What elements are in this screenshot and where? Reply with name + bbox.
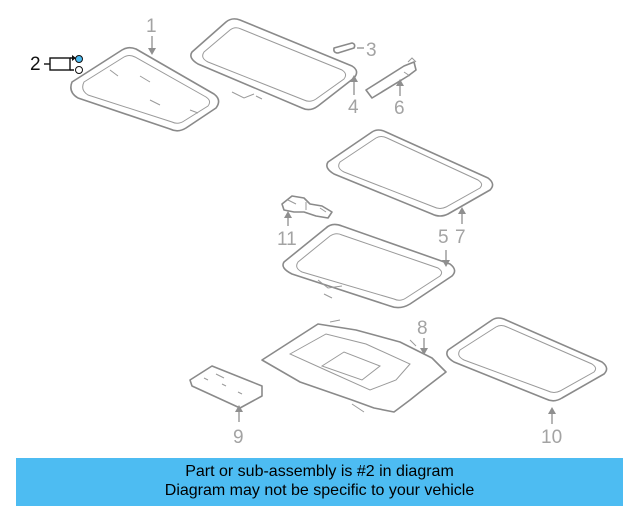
callout-label-3: 3 <box>366 40 377 61</box>
part-10-seal[interactable] <box>446 317 608 402</box>
callout-label-5: 5 <box>438 227 449 248</box>
callout-label-1: 1 <box>146 16 157 37</box>
callout-8: 8 <box>417 318 428 355</box>
part-9-plate[interactable] <box>189 365 263 409</box>
callout-label-2: 2 <box>30 54 41 75</box>
callout-9: 9 <box>233 405 244 448</box>
callout-6: 6 <box>394 79 405 119</box>
banner-line-2: Diagram may not be specific to your vehi… <box>164 482 475 499</box>
part-1-glass-panel[interactable] <box>70 46 220 132</box>
callout-11: 11 <box>277 211 297 250</box>
callout-3: 3 <box>357 40 377 61</box>
callout-label-8: 8 <box>417 318 428 339</box>
callout-label-10: 10 <box>541 427 562 448</box>
part-11-bracket[interactable] <box>281 195 333 219</box>
callout-label-6: 6 <box>394 98 405 119</box>
parts-diagram: 1 2 4 3 6 <box>30 16 608 448</box>
part-2-washer-icon[interactable] <box>75 66 83 74</box>
callout-5: 5 <box>438 227 450 267</box>
part-2-fastener-icon[interactable] <box>75 55 83 63</box>
callout-label-4: 4 <box>348 97 359 118</box>
part-5-frame[interactable] <box>282 223 456 309</box>
callout-4: 4 <box>348 75 359 118</box>
callout-label-7: 7 <box>455 227 466 248</box>
callout-label-9: 9 <box>233 427 244 448</box>
callout-label-11: 11 <box>277 229 297 250</box>
callout-1: 1 <box>146 16 157 55</box>
part-8-housing[interactable] <box>261 319 447 413</box>
callout-7: 7 <box>455 207 466 248</box>
part-6-bracket[interactable] <box>365 57 417 99</box>
part-7-seal[interactable] <box>326 129 494 217</box>
callout-10: 10 <box>541 407 562 448</box>
part-3-clip[interactable] <box>333 42 356 54</box>
banner-line-1: Part or sub-assembly is #2 in diagram <box>185 463 454 480</box>
info-banner: Part or sub-assembly is #2 in diagram Di… <box>16 458 623 506</box>
callout-2[interactable]: 2 <box>30 54 83 75</box>
